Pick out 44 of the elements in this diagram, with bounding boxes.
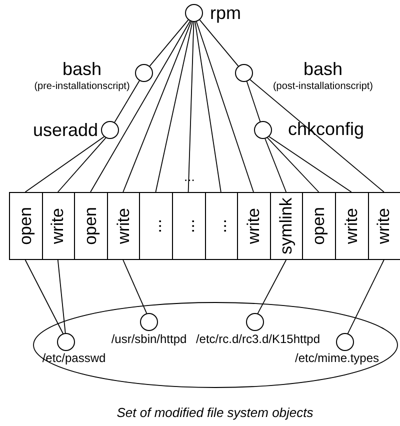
syscall-cell: write: [335, 192, 369, 260]
connector-line: [267, 137, 320, 192]
syscall-cell: ...: [204, 192, 238, 260]
connector-line: [90, 20, 191, 192]
node-sublabel: (post-installationscript): [272, 80, 374, 93]
syscall-cell: symlink: [270, 192, 304, 260]
connector-line: [264, 138, 287, 192]
node-label: bash: [302, 58, 344, 80]
connector-line: [57, 137, 106, 192]
syscall-cell: write: [237, 192, 271, 260]
syscall-cell: open: [9, 192, 43, 260]
node-label: useradd: [32, 119, 98, 141]
connector-line: [246, 81, 261, 122]
connector-line: [155, 21, 193, 192]
syscall-cell: write: [42, 192, 76, 260]
connector-line: [257, 260, 287, 314]
connector-line: [199, 19, 239, 67]
node-label: rpm: [210, 2, 242, 24]
node-label: /etc/passwd: [41, 351, 107, 366]
node-label: /etc/mime.types: [294, 351, 380, 366]
syscall-cell: write: [106, 192, 140, 260]
connector-line: [149, 19, 189, 67]
syscall-cell: open: [302, 192, 336, 260]
connector-line: [268, 136, 352, 192]
syscall-cell: open: [74, 192, 108, 260]
node-sublabel: (pre-installationscript): [33, 80, 131, 93]
connector-line: [347, 260, 384, 334]
ellipsis: ...: [184, 170, 195, 184]
node-label: /etc/rc.d/rc3.d/K15httpd: [194, 332, 322, 347]
ellipse-label: Set of modified file system objects: [116, 405, 314, 421]
connector-line: [250, 79, 384, 192]
connector-line: [24, 260, 64, 334]
connector-line: [194, 21, 222, 192]
connector-line: [24, 136, 104, 192]
connector-line: [122, 260, 148, 314]
syscall-cell: write: [368, 192, 400, 260]
syscall-cell: ...: [172, 192, 206, 260]
connector-line: [122, 21, 192, 192]
connector-line: [188, 22, 194, 192]
connector-line: [196, 21, 254, 192]
connector-line: [57, 260, 66, 334]
connector-line: [114, 80, 140, 123]
syscall-cell: ...: [139, 192, 173, 260]
node-label: bash: [61, 58, 103, 80]
